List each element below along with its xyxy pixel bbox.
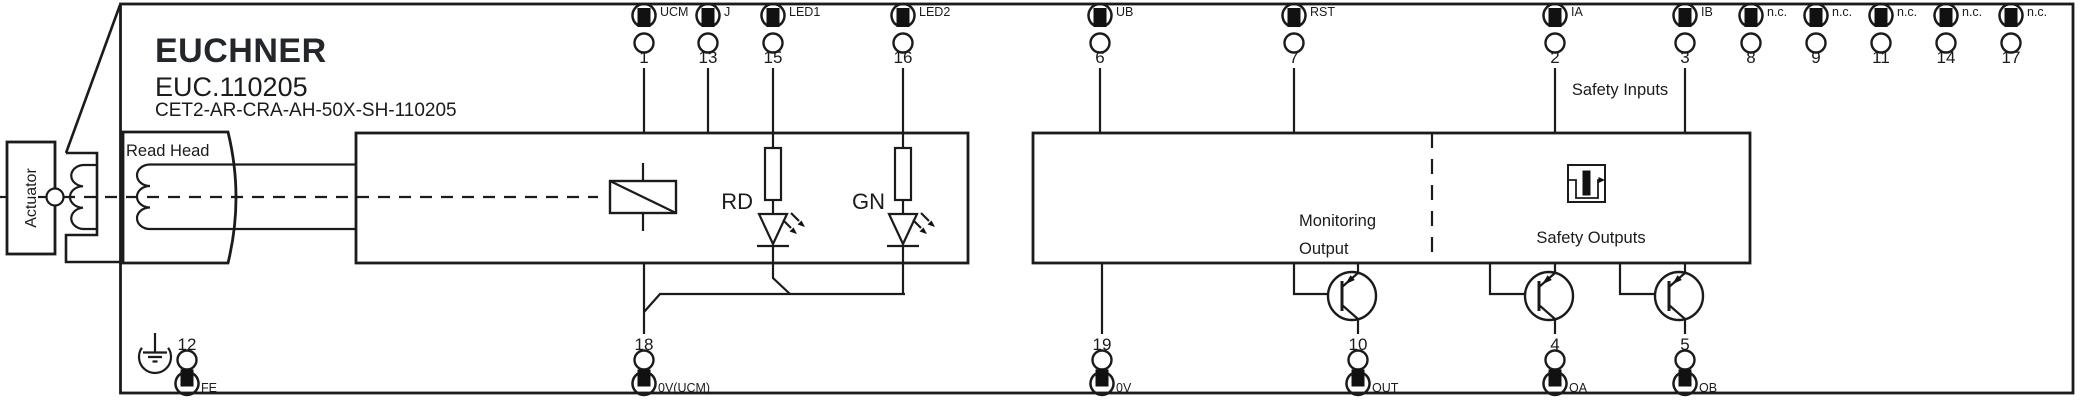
terminal-top-15: 15 LED1 xyxy=(760,2,820,67)
terminal-number: 17 xyxy=(2002,48,2021,67)
terminal-number: 15 xyxy=(764,48,783,67)
terminal-number: 18 xyxy=(635,335,654,354)
terminal-top-9: 9 n.c. xyxy=(1803,2,1852,67)
relay-symbol xyxy=(608,163,678,231)
terminal-label: LED1 xyxy=(789,5,820,19)
terminal-top-13: 13 J xyxy=(695,2,730,67)
terminal-top-14: 14 n.c. xyxy=(1933,2,1982,67)
terminal-top-16: 16 LED2 xyxy=(890,2,950,67)
terminal-number: 13 xyxy=(699,48,718,67)
terminal-number: 12 xyxy=(178,335,197,354)
led-red-label: RD xyxy=(721,189,753,214)
terminal-top-1: 1 UCM xyxy=(631,2,688,67)
terminal-label: n.c. xyxy=(1897,5,1917,19)
terminal-label: n.c. xyxy=(2027,5,2047,19)
terminal-bottom-5: 5 OB xyxy=(1672,335,1717,397)
output-logic-contents: Monitoring Output Safety Outputs xyxy=(1299,133,1646,263)
terminal-label: FE xyxy=(201,381,217,395)
relay-diagonal xyxy=(609,180,677,214)
led-return-bus xyxy=(643,292,905,313)
terminal-top-17: 17 n.c. xyxy=(1998,2,2047,67)
terminal-label: UCM xyxy=(660,5,688,19)
terminal-number: 10 xyxy=(1349,335,1368,354)
terminal-number: 8 xyxy=(1746,48,1755,67)
device-model: EUC.110205 xyxy=(155,72,308,102)
monitoring-output-label-2: Output xyxy=(1299,240,1349,258)
monitoring-output-label-1: Monitoring xyxy=(1299,212,1376,230)
connection-wires xyxy=(642,68,1687,334)
terminal-label: J xyxy=(724,5,730,19)
transistor-base-wires xyxy=(1292,263,1655,296)
terminal-bottom-18: 18 0V(UCM) xyxy=(631,335,710,397)
terminal-number: 7 xyxy=(1289,48,1298,67)
pulsed-signal-icon xyxy=(1567,164,1606,203)
terminal-number: 16 xyxy=(894,48,913,67)
terminal-number: 19 xyxy=(1093,335,1112,354)
terminal-bottom-10: 10 OUT xyxy=(1345,335,1399,397)
terminal-bottom-19: 19 0V xyxy=(1089,335,1132,397)
terminal-label: n.c. xyxy=(1832,5,1852,19)
actuator-pivot-circle xyxy=(45,187,65,207)
read-head-label: Read Head xyxy=(126,142,209,160)
terminal-label: IA xyxy=(1571,5,1583,19)
terminal-number: 9 xyxy=(1811,48,1820,67)
terminal-label: IB xyxy=(1701,5,1713,19)
coil-bracket xyxy=(64,151,121,264)
terminal-number: 2 xyxy=(1550,48,1559,67)
terminal-label: n.c. xyxy=(1767,5,1787,19)
terminal-label: 0V(UCM) xyxy=(658,381,710,395)
led-green-label: GN xyxy=(852,189,885,214)
terminal-label: OB xyxy=(1699,381,1717,395)
read-head-assembly: Read Head xyxy=(63,142,598,231)
functional-earth-icon xyxy=(137,333,173,375)
terminal-label: 0V xyxy=(1116,381,1132,395)
terminal-label: LED2 xyxy=(919,5,950,19)
terminal-number: 14 xyxy=(1937,48,1956,67)
terminal-number: 4 xyxy=(1550,335,1559,354)
device-part-number: CET2-AR-CRA-AH-50X-SH-110205 xyxy=(155,100,457,121)
actuator-assembly: Actuator xyxy=(0,4,122,264)
output-logic-box xyxy=(1031,131,1752,265)
actuator-label: Actuator xyxy=(23,168,40,228)
terminal-number: 6 xyxy=(1095,48,1104,67)
housing-diagonal xyxy=(64,4,122,154)
brand-logo: EUCHNER xyxy=(155,32,327,70)
terminal-label: n.c. xyxy=(1962,5,1982,19)
terminal-label: OA xyxy=(1569,381,1588,395)
terminal-top-2: 2 IA xyxy=(1542,2,1583,67)
top-terminal-wires xyxy=(642,68,1687,148)
terminal-number: 3 xyxy=(1680,48,1689,67)
terminal-bottom-12: 12 FE xyxy=(174,335,217,397)
terminal-label: OUT xyxy=(1372,381,1399,395)
terminal-top-3: 3 IB xyxy=(1672,2,1713,67)
terminal-top-8: 8 n.c. xyxy=(1738,2,1787,67)
device-header: EUCHNER EUC.110205 CET2-AR-CRA-AH-50X-SH… xyxy=(155,32,457,121)
terminal-label: RST xyxy=(1310,5,1335,19)
terminal-number: 5 xyxy=(1680,335,1689,354)
terminal-number: 11 xyxy=(1872,48,1890,67)
terminal-label: UB xyxy=(1116,5,1133,19)
safety-inputs-label: Safety Inputs xyxy=(1572,81,1668,99)
terminal-top-6: 6 UB xyxy=(1087,2,1133,67)
terminal-top-7: 7 RST xyxy=(1281,2,1335,67)
terminal-bottom-4: 4 OA xyxy=(1542,335,1588,397)
safety-outputs-label: Safety Outputs xyxy=(1536,229,1645,247)
red-led-return-wire xyxy=(771,246,791,295)
terminal-top-11: 11 n.c. xyxy=(1868,2,1917,67)
terminal-number: 1 xyxy=(639,48,648,67)
